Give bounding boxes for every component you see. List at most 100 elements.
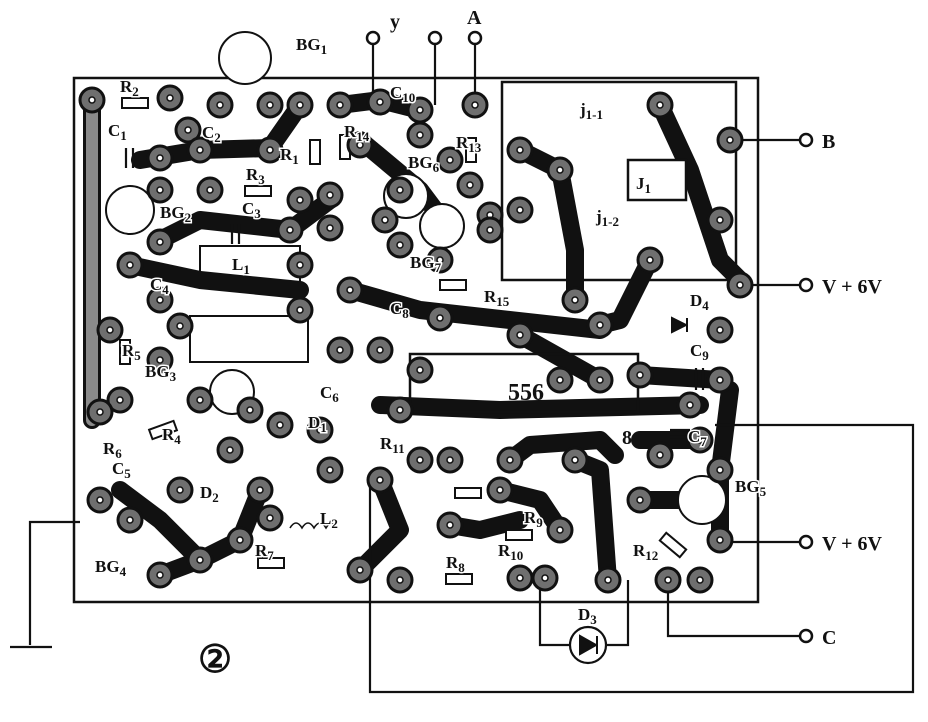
board-outline	[72, 76, 760, 604]
label-l2: L2	[320, 509, 338, 531]
label-d3: D3	[578, 605, 597, 627]
pad-hole	[664, 576, 672, 584]
terminal-b-label: B	[822, 131, 835, 153]
pad-hole	[716, 216, 724, 224]
pad-hole	[516, 146, 524, 154]
pad-hole	[596, 376, 604, 384]
label-j12: j1-2	[595, 207, 619, 229]
pad-hole	[326, 224, 334, 232]
diode-d4	[671, 316, 689, 334]
pad-hole	[296, 101, 304, 109]
pad-hole	[166, 94, 174, 102]
resistors	[119, 97, 688, 585]
terminal-v1-dot	[798, 277, 814, 293]
pad-hole	[176, 486, 184, 494]
ic-socket	[189, 315, 309, 363]
pad-hole	[276, 421, 284, 429]
pad-hole	[336, 101, 344, 109]
label-r1: R1	[280, 145, 299, 167]
label-bg6: BG6	[408, 153, 440, 175]
relay-coil	[626, 158, 688, 202]
pad-hole	[726, 136, 734, 144]
relay-box	[500, 80, 738, 282]
pad-hole	[316, 426, 324, 434]
label-r14: R14	[344, 122, 370, 144]
label-c9: C9	[690, 341, 709, 363]
pad-hole	[716, 376, 724, 384]
pad-hole	[396, 576, 404, 584]
pad-hole	[156, 356, 164, 364]
pad-hole	[556, 526, 564, 534]
pad-hole	[126, 516, 134, 524]
pad-hole	[416, 106, 424, 114]
pad-hole	[446, 521, 454, 529]
pad-hole	[326, 191, 334, 199]
led-d3-symbol	[579, 634, 599, 656]
pad-hole	[656, 451, 664, 459]
pad-hole	[376, 476, 384, 484]
label-bg2: BG2	[160, 203, 191, 225]
label-bg5: BG5	[735, 477, 767, 499]
pad-hole	[266, 101, 274, 109]
pad-hole	[96, 496, 104, 504]
terminal-b-dot	[798, 132, 814, 148]
ic-pin8-label: 8	[622, 427, 632, 449]
pad-hole	[466, 181, 474, 189]
pad-hole	[296, 261, 304, 269]
pad-hole	[266, 146, 274, 154]
pad-hole	[381, 216, 389, 224]
label-j11: j1-1	[579, 100, 603, 122]
label-r11: R11	[380, 434, 405, 456]
pad-hole	[596, 321, 604, 329]
pad-hole	[646, 256, 654, 264]
label-r9: R9	[524, 508, 543, 530]
pad-hole	[716, 536, 724, 544]
pad-hole	[356, 566, 364, 574]
ground-wire	[28, 520, 80, 645]
label-bg1: BG1	[296, 35, 327, 57]
pad-hole	[156, 238, 164, 246]
pad-hole	[416, 366, 424, 374]
pad-hole	[226, 446, 234, 454]
label-d4: D4	[690, 291, 709, 313]
pad-hole	[656, 101, 664, 109]
pad-hole	[471, 101, 479, 109]
pad-hole	[516, 574, 524, 582]
pad-hole	[636, 371, 644, 379]
terminal-c-dot	[798, 628, 814, 644]
pad-hole	[696, 436, 704, 444]
pad-hole	[126, 261, 134, 269]
pad-hole	[336, 346, 344, 354]
label-r13: R13	[456, 133, 482, 155]
pad-hole	[176, 322, 184, 330]
terminal-v2-dot	[798, 534, 814, 550]
pad-hole	[396, 241, 404, 249]
pad-hole	[266, 514, 274, 522]
pad-hole	[96, 408, 104, 416]
label-r4: R4	[162, 425, 181, 447]
pad-hole	[446, 156, 454, 164]
label-d2: D2	[200, 483, 219, 505]
label-bg4: BG4	[95, 557, 127, 579]
pad-hole	[206, 186, 214, 194]
pad-hole	[556, 376, 564, 384]
pad-hole	[416, 131, 424, 139]
label-r7: R7	[255, 541, 274, 563]
pad-hole	[436, 314, 444, 322]
pad-hole	[196, 396, 204, 404]
pad-hole	[446, 456, 454, 464]
pad-hole	[516, 206, 524, 214]
label-r3: R3	[246, 165, 265, 187]
pad-hole	[156, 186, 164, 194]
label-c6: C6	[320, 383, 339, 405]
pad-hole	[636, 496, 644, 504]
pad-hole	[216, 101, 224, 109]
label-r5: R5	[122, 341, 141, 363]
pad-hole	[496, 486, 504, 494]
pad-hole	[506, 456, 514, 464]
terminal-v1-label: V + 6V	[822, 276, 882, 298]
pad-hole	[286, 226, 294, 234]
figure-number: ②	[198, 639, 232, 681]
